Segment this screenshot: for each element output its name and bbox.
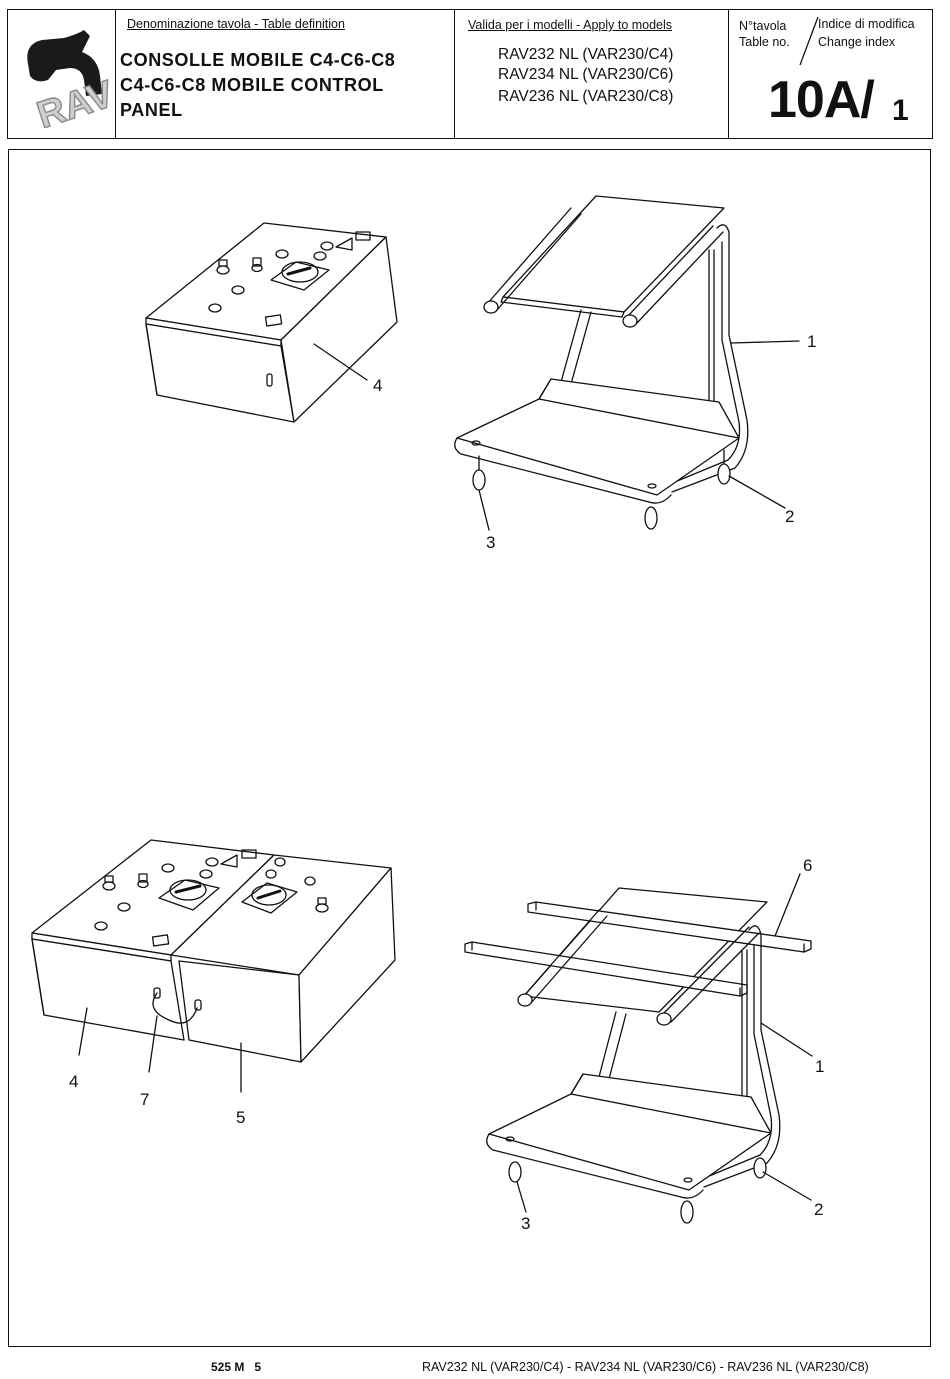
- change-index-label-en: Change index: [818, 35, 896, 49]
- control-box-single: [145, 222, 398, 423]
- trolley-top: [454, 195, 749, 530]
- callout-6-bottom: 6: [803, 856, 813, 875]
- leader-2-top: [728, 475, 786, 509]
- divider: [728, 10, 729, 138]
- table-no-label-it: N°tavola: [739, 19, 787, 33]
- technical-drawing: [31, 195, 813, 1224]
- callout-2-top: 2: [785, 507, 795, 526]
- model-line-3: RAV236 NL (VAR230/C8): [498, 88, 674, 105]
- title-line-2: C4-C6-C8 MOBILE CONTROL: [120, 75, 384, 95]
- leader-1-bottom: [760, 1022, 813, 1057]
- control-box-double: [31, 839, 396, 1063]
- rav-logo: RAV: [27, 30, 112, 128]
- model-line-1: RAV232 NL (VAR230/C4): [498, 46, 674, 63]
- leader-4-top: [313, 343, 368, 381]
- change-index-value: 1: [892, 94, 909, 127]
- callout-7-bottom: 7: [140, 1090, 150, 1109]
- table-number: 10A/: [768, 71, 875, 129]
- title-line-1: CONSOLLE MOBILE C4-C6-C8: [120, 50, 396, 70]
- title-block: RAV Denominazione tavola - Table definit…: [7, 9, 933, 139]
- drawing-frame: 4 1 2 3 6 1 2 3 4 7 5: [8, 149, 931, 1347]
- leader-4-bottom: [78, 1007, 88, 1056]
- model-line-2: RAV234 NL (VAR230/C6): [498, 66, 674, 83]
- slash-divider: [799, 16, 819, 66]
- leader-6-bottom: [774, 873, 801, 937]
- table-no-label-en: Table no.: [739, 35, 790, 49]
- leader-7-bottom: [148, 1015, 158, 1073]
- leader-3-bottom: [516, 1181, 527, 1213]
- leader-2-bottom: [762, 1171, 812, 1201]
- callout-4-top: 4: [373, 376, 383, 395]
- valid-models-label: Valida per i modelli - Apply to models: [468, 18, 673, 32]
- footer-page-code: 525 M 5: [211, 1360, 262, 1374]
- title-line-3: PANEL: [120, 100, 183, 120]
- callout-5-bottom: 5: [236, 1108, 246, 1127]
- callout-4-bottom: 4: [69, 1072, 79, 1091]
- callout-2-bottom: 2: [814, 1200, 824, 1219]
- callout-1-top: 1: [807, 332, 817, 351]
- divider: [115, 10, 116, 138]
- callout-3-bottom: 3: [521, 1214, 531, 1233]
- trolley-bottom: [464, 887, 812, 1224]
- callout-1-bottom: 1: [815, 1057, 825, 1076]
- callout-3-top: 3: [486, 533, 496, 552]
- definition-label: Denominazione tavola - Table definition: [127, 17, 345, 31]
- footer-models: RAV232 NL (VAR230/C4) - RAV234 NL (VAR23…: [422, 1360, 869, 1374]
- divider: [454, 10, 455, 138]
- leader-1-top: [730, 340, 800, 344]
- logo-text: RAV: [32, 73, 112, 128]
- leader-3-top: [478, 489, 490, 531]
- change-index-label-it: Indice di modifica: [818, 17, 915, 31]
